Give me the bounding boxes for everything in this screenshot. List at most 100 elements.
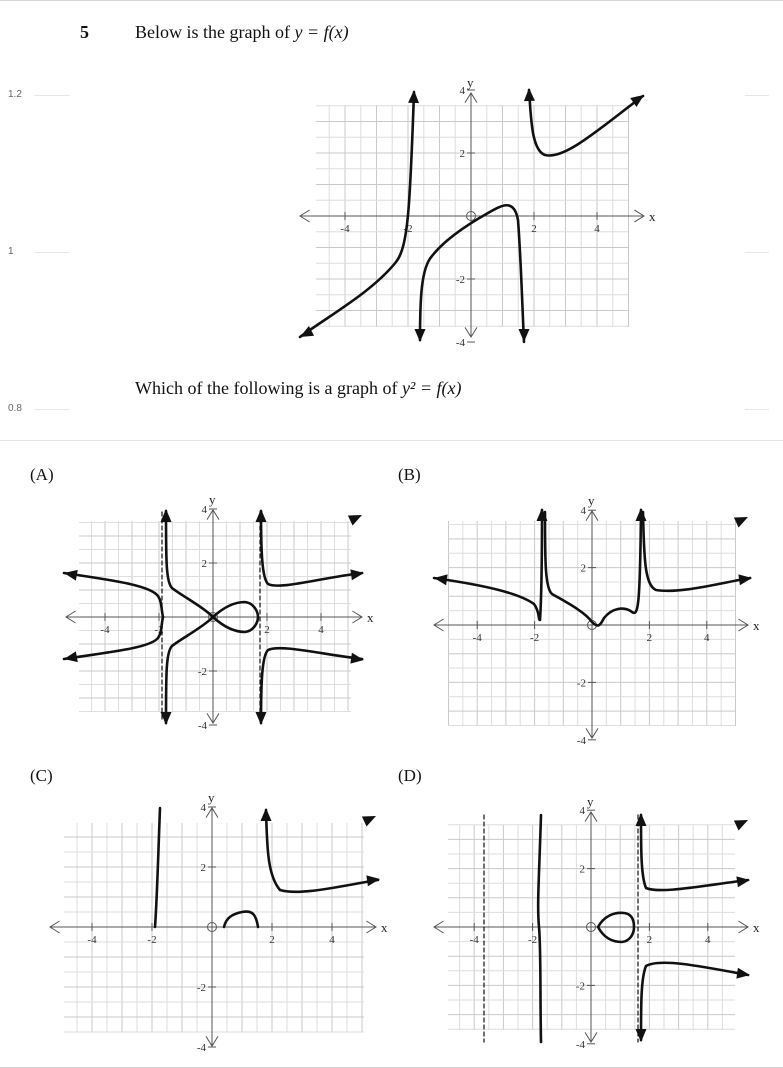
curve-arrowhead: [518, 329, 530, 342]
y-axis-arrow: [584, 1032, 598, 1043]
y-tick-label: -2: [197, 982, 206, 994]
curve-c-right: [264, 808, 380, 894]
curve-a-spike-up-1: [164, 509, 215, 619]
curve-a-loop: [211, 600, 260, 634]
origin-circle: [208, 612, 218, 622]
x-axis-label: x: [753, 920, 760, 935]
origin-circle: [466, 211, 476, 221]
curve-arrowhead: [733, 517, 748, 528]
curve-a-upper-left: [62, 571, 165, 619]
x-axis-label: x: [649, 209, 656, 224]
curve-arrowhead: [630, 95, 644, 107]
curve-arrowhead: [255, 712, 267, 725]
x-axis-label: x: [753, 618, 760, 633]
y-tick-label: 2: [460, 148, 466, 160]
curve-arrowhead: [350, 652, 364, 664]
curve-arrowhead: [255, 509, 267, 522]
prompt-text: Below is the graph of: [135, 22, 295, 42]
followup-math: y² = f(x): [401, 378, 462, 398]
curve-arrowhead: [635, 813, 647, 826]
x-axis-arrow: [299, 209, 310, 223]
curve-arrowhead: [408, 90, 420, 104]
y-tick-label: 4: [201, 802, 207, 814]
curve-d-left: [536, 813, 543, 1044]
y-tick-label: -4: [577, 735, 587, 747]
x-tick-label: -4: [470, 934, 480, 946]
curve-arrowhead: [736, 876, 750, 888]
x-tick-label: 4: [705, 934, 711, 946]
x-axis-arrow: [352, 610, 363, 624]
x-axis-label: x: [367, 610, 374, 625]
curve-a-spike-down-1: [164, 615, 215, 725]
y-tick-label: 4: [580, 805, 586, 817]
x-tick-label: -4: [87, 934, 97, 946]
x-tick-label: -4: [340, 223, 350, 235]
y-tick-label: -2: [456, 274, 465, 286]
curve-arrowhead: [414, 329, 426, 342]
curve-arrowhead: [160, 712, 172, 725]
y-axis-arrow: [585, 510, 599, 521]
curve-arrowhead: [523, 88, 535, 102]
curve-b-left: [432, 508, 544, 622]
y-tick-label: -4: [197, 1042, 207, 1054]
curve-a-lower-left: [62, 615, 165, 661]
curve-d-loop: [596, 911, 636, 944]
x-tick-label: -2: [154, 624, 163, 636]
side-tick-label: 1.2: [8, 89, 22, 100]
curve-d-right-upper: [639, 813, 750, 892]
side-tick-label: 1: [8, 246, 14, 257]
y-tick-label: 2: [201, 862, 207, 874]
y-axis-label: y: [467, 75, 474, 90]
y-tick-label: 2: [202, 558, 208, 570]
curve-arrowhead: [160, 509, 172, 522]
x-axis-arrow: [634, 209, 645, 223]
x-tick-label: 2: [647, 632, 653, 644]
curve-arrowhead: [736, 967, 750, 979]
x-tick-label: 4: [329, 934, 335, 946]
y-axis-label: y: [208, 790, 215, 805]
curve-arrowhead: [300, 326, 315, 337]
curve-arrowhead: [635, 508, 647, 521]
curve-a-spike-up-2: [259, 509, 364, 587]
question-followup: Which of the following is a graph of y² …: [135, 378, 461, 399]
curve-arrowhead: [350, 569, 364, 581]
option-b-label[interactable]: (B): [398, 465, 421, 484]
curve-arrowhead: [434, 574, 448, 586]
y-axis-arrow: [206, 713, 220, 724]
y-tick-label: 2: [580, 864, 586, 876]
side-tick-line: [745, 252, 769, 253]
y-axis-arrow: [464, 92, 478, 103]
curve-arrowhead: [738, 574, 752, 586]
curve-left-branch: [298, 90, 416, 339]
y-tick-label: 4: [581, 505, 587, 517]
option-a-label[interactable]: (A): [30, 465, 54, 484]
x-tick-label: 2: [269, 934, 275, 946]
y-axis-arrow: [585, 728, 599, 739]
y-tick-label: -2: [198, 666, 207, 678]
question-panel: [0, 0, 783, 440]
curve-c-left: [153, 806, 162, 929]
x-tick-label: -4: [473, 632, 483, 644]
x-tick-label: 2: [531, 223, 537, 235]
x-axis-arrow: [738, 920, 749, 934]
side-tick-label: 0.8: [8, 403, 22, 414]
y-axis-arrow: [464, 327, 478, 338]
y-tick-label: 2: [581, 563, 587, 575]
y-tick-label: -2: [576, 980, 585, 992]
prompt-math: y = f(x): [294, 22, 349, 42]
side-tick-line: [745, 409, 769, 410]
y-tick-label: -4: [456, 337, 466, 349]
y-tick-label: -4: [576, 1039, 586, 1051]
option-c-label[interactable]: (C): [30, 766, 53, 785]
y-tick-label: 4: [202, 504, 208, 516]
x-tick-label: 2: [647, 934, 653, 946]
option-d-label[interactable]: (D): [398, 766, 422, 785]
followup-text: Which of the following is a graph of: [135, 378, 402, 398]
curve-arrowhead: [635, 1029, 647, 1042]
x-tick-label: 4: [704, 632, 710, 644]
